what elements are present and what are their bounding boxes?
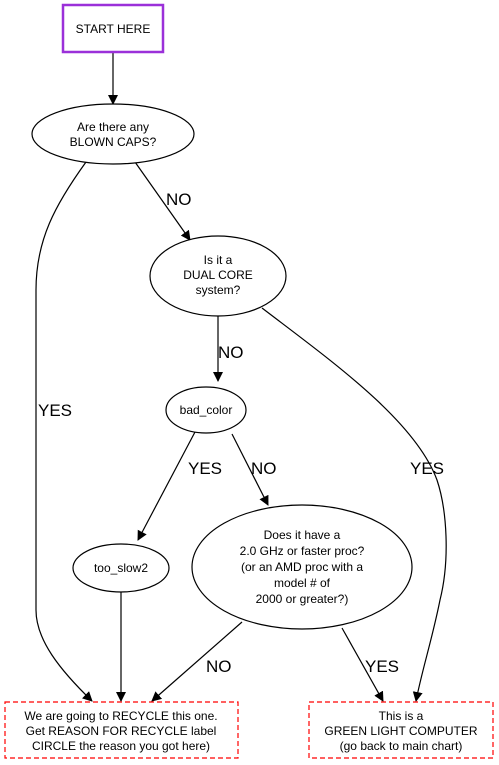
edge-label-ghz-yes: YES bbox=[365, 657, 399, 676]
node-label-line: bad_color bbox=[180, 403, 233, 417]
node-label-line: (or an AMD proc with a bbox=[241, 560, 363, 574]
recycle-box bbox=[4, 701, 239, 759]
green-light-box bbox=[308, 701, 494, 759]
edge-label-dual-yes: YES bbox=[410, 459, 444, 478]
edges bbox=[35, 53, 447, 702]
ghz-question-ellipse bbox=[191, 504, 413, 630]
recycle-label: We are going to RECYCLE this one.Get REA… bbox=[24, 709, 217, 753]
node-label-line: (go back to main chart) bbox=[340, 739, 463, 753]
edge-ghz-no bbox=[151, 621, 243, 702]
node-label-line: This is a bbox=[379, 709, 424, 723]
dual-core-ellipse bbox=[149, 235, 287, 317]
edge-ghz-yes bbox=[341, 627, 384, 702]
edge-label-bad-yes: YES bbox=[188, 459, 222, 478]
edge-label-ghz-no: NO bbox=[206, 657, 232, 676]
node-label-line: Is it a bbox=[204, 253, 233, 267]
edge-blown-caps-no bbox=[134, 161, 191, 241]
ghz-question-label: Does it have a 2.0 GHz or faster proc? (or… bbox=[240, 528, 365, 606]
node-label-line: Get REASON FOR RECYCLE label bbox=[26, 724, 217, 738]
too-slow2-ellipse bbox=[72, 543, 170, 593]
start-box bbox=[61, 3, 165, 54]
edge-dual-core-yes bbox=[261, 307, 447, 702]
node-label-line: We are going to RECYCLE this one. bbox=[24, 709, 217, 723]
edge-bad-color-yes bbox=[137, 431, 196, 541]
edge-label-blown-no: NO bbox=[166, 190, 192, 209]
node-label-line: DUAL CORE bbox=[183, 268, 253, 282]
edge-label-dual-no: NO bbox=[218, 343, 244, 362]
edge-label-blown-yes: YES bbox=[38, 401, 72, 420]
bad-color-ellipse bbox=[165, 386, 247, 434]
node-start: START HERE bbox=[61, 3, 165, 54]
node-ghz-question: Does it have a 2.0 GHz or faster proc? (or… bbox=[191, 504, 413, 630]
node-label-line: Does it have a bbox=[264, 528, 341, 542]
node-bad-color: bad_color bbox=[165, 386, 247, 434]
node-label-line: GREEN LIGHT COMPUTER bbox=[324, 724, 477, 738]
node-label-line: 2000 or greater?) bbox=[256, 592, 349, 606]
node-label-line: Are there any bbox=[77, 120, 149, 134]
node-recycle: We are going to RECYCLE this one.Get REA… bbox=[4, 701, 239, 759]
edge-blown-caps-yes bbox=[35, 161, 93, 702]
blown-caps-ellipse bbox=[31, 103, 195, 165]
node-too-slow2: too_slow2 bbox=[72, 543, 170, 593]
node-label-line: system? bbox=[196, 283, 241, 297]
node-label-line: model # of bbox=[274, 576, 331, 590]
node-label-line: START HERE bbox=[76, 22, 151, 36]
start-label: START HERE bbox=[76, 22, 151, 36]
edge-labels: NO YES NO YES YES NO NO YES bbox=[38, 190, 444, 676]
too-slow2-label: too_slow2 bbox=[94, 561, 148, 575]
bad-color-label: bad_color bbox=[180, 403, 233, 417]
node-label-line: BLOWN CAPS? bbox=[70, 135, 157, 149]
edge-bad-color-no bbox=[231, 433, 269, 506]
edge-label-bad-no: NO bbox=[251, 459, 277, 478]
node-label-line: 2.0 GHz or faster proc? bbox=[240, 544, 365, 558]
node-label-line: CIRCLE the reason you got here) bbox=[32, 739, 210, 753]
node-label-line: too_slow2 bbox=[94, 561, 148, 575]
